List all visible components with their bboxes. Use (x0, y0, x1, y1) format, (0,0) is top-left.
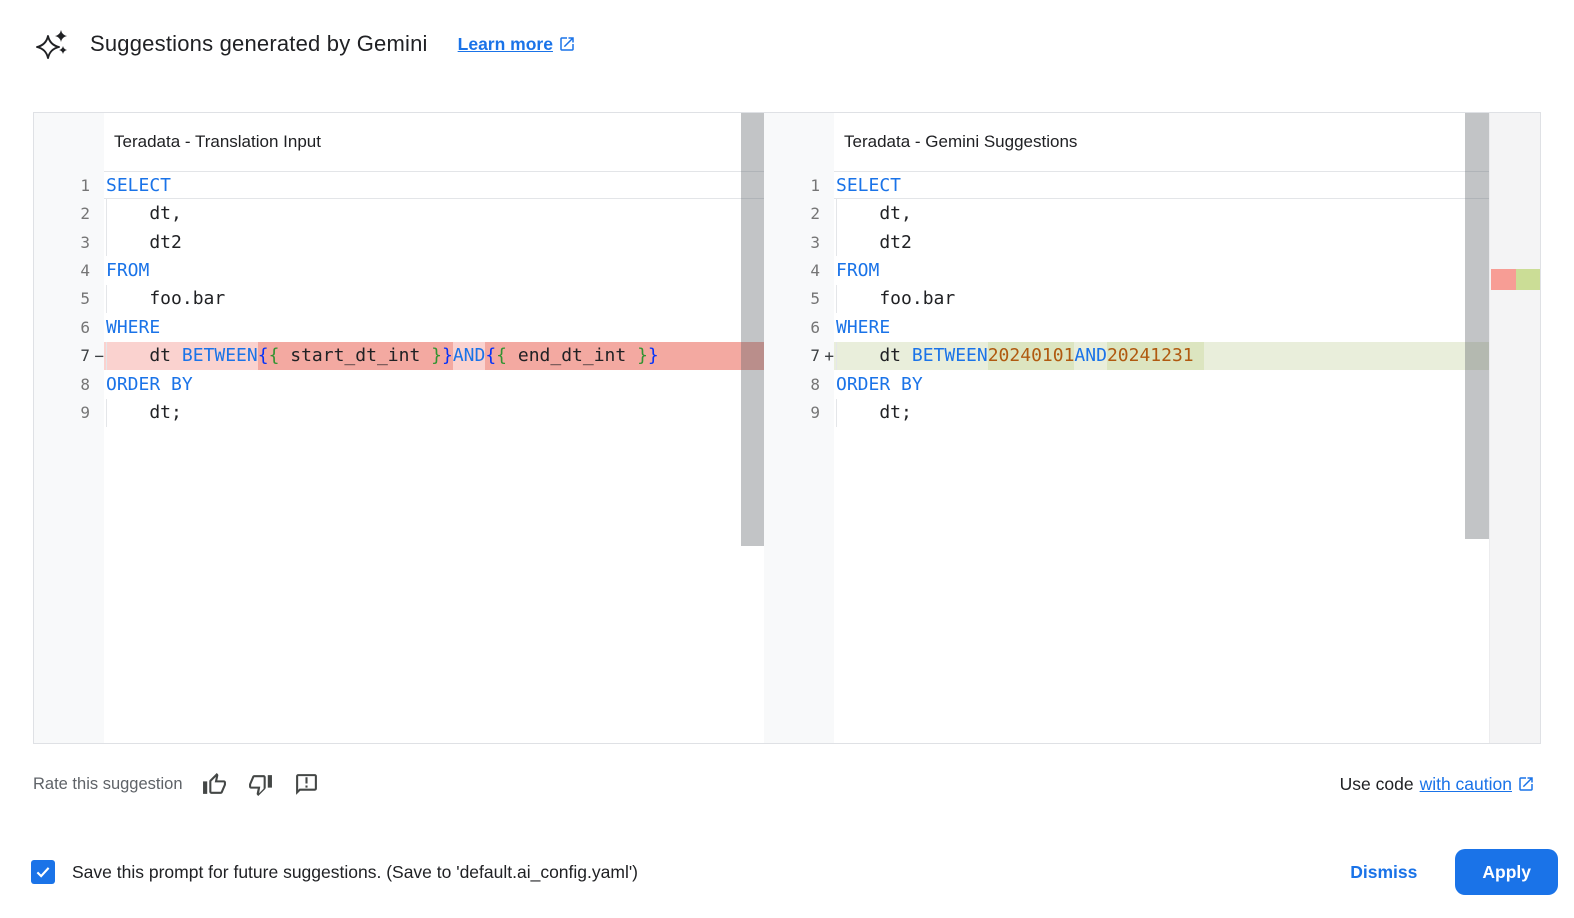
save-prompt-label: Save this prompt for future suggestions.… (72, 861, 638, 882)
gemini-sparkle-icon (36, 30, 67, 59)
code-line[interactable]: 4 FROM (34, 256, 764, 284)
code-line[interactable]: 2 dt, (764, 199, 1489, 229)
code-text: dt2 (104, 227, 764, 257)
panel-header: Teradata - Translation Input (104, 113, 764, 171)
code-line[interactable]: 7+ dt BETWEEN 20240101 AND 20241231 (764, 341, 1489, 371)
line-number: 6 (80, 317, 90, 337)
line-number: 5 (810, 289, 820, 309)
diff-sign: + (824, 346, 834, 366)
thumb-down-icon (249, 774, 272, 796)
code-text: SELECT (104, 171, 764, 200)
code-text: WHERE (836, 316, 891, 338)
feedback-button[interactable] (293, 770, 321, 798)
code-line[interactable]: 2 dt, (34, 199, 764, 229)
thumb-up-button[interactable] (201, 770, 229, 798)
code-text: foo.bar (104, 284, 764, 314)
learn-more-link[interactable]: Learn more (458, 34, 576, 55)
panel-header: Teradata - Gemini Suggestions (834, 113, 1540, 171)
line-number: 8 (810, 374, 820, 394)
code-line[interactable]: 1 SELECT (34, 171, 764, 200)
line-number: 7− (80, 346, 104, 366)
code-line[interactable]: 9 dt; (34, 398, 764, 428)
code-text: dt; (104, 398, 764, 428)
code-text: dt, (834, 199, 1489, 229)
code-line[interactable]: 9 dt; (764, 398, 1489, 428)
scrollbar-thumb[interactable] (741, 113, 764, 546)
panel-title: Teradata - Translation Input (114, 132, 321, 151)
open-in-new-icon (560, 37, 574, 51)
diff-overview-ruler[interactable] (1489, 113, 1540, 743)
code-text: ORDER BY (836, 373, 923, 395)
line-number: 9 (80, 403, 90, 423)
line-number: 8 (80, 374, 90, 394)
line-number: 2 (810, 204, 820, 224)
suggestion-footer: Rate this suggestion Use code with cauti… (33, 764, 1535, 804)
line-number: 5 (80, 289, 90, 309)
line-number: 4 (80, 261, 90, 281)
line-number-gutter (34, 113, 104, 743)
code-line[interactable]: 4 FROM (764, 256, 1489, 284)
dialog-title: Suggestions generated by Gemini (90, 31, 428, 56)
line-number: 7+ (810, 346, 834, 366)
save-prompt-checkbox[interactable] (31, 860, 55, 884)
panel-title: Teradata - Gemini Suggestions (844, 132, 1078, 151)
use-code-note: Use code with caution (1340, 774, 1535, 795)
with-caution-label: with caution (1419, 773, 1512, 794)
code-text: WHERE (106, 316, 161, 338)
diff-sign: − (94, 346, 104, 366)
line-number: 3 (80, 232, 90, 252)
code-text: FROM (106, 260, 150, 282)
code-text: dt, (104, 199, 764, 229)
line-number: 2 (80, 204, 90, 224)
open-in-new-icon (1519, 777, 1533, 791)
code-line[interactable]: 3 dt2 (34, 227, 764, 257)
use-code-label: Use code (1339, 773, 1414, 794)
code-line[interactable]: 1 SELECT (764, 171, 1489, 200)
code-line[interactable]: 5 foo.bar (34, 284, 764, 314)
line-number: 6 (810, 317, 820, 337)
code-text: dt2 (834, 227, 1489, 257)
learn-more-label: Learn more (457, 33, 553, 54)
line-number: 3 (810, 232, 820, 252)
thumb-up-icon (203, 772, 226, 794)
feedback-icon (296, 773, 317, 795)
code-line[interactable]: 7− dt BETWEEN {{ start_dt_int }} AND {{ … (34, 341, 764, 371)
line-number: 4 (810, 261, 820, 281)
code-text: SELECT (834, 171, 1489, 200)
line-number: 1 (80, 175, 90, 195)
code-text: ORDER BY (106, 373, 193, 395)
scrollbar-thumb[interactable] (1465, 113, 1489, 539)
code-text: dt; (834, 398, 1489, 428)
line-number-gutter (764, 113, 834, 743)
line-number: 9 (810, 403, 820, 423)
code-line[interactable]: 8 ORDER BY (764, 370, 1489, 398)
code-text: dt BETWEEN 20240101 AND 20241231 (834, 341, 1489, 371)
overview-removed-marker (1491, 269, 1516, 290)
code-text: dt BETWEEN {{ start_dt_int }} AND {{ end… (104, 341, 764, 371)
with-caution-link[interactable]: with caution (1420, 774, 1535, 795)
code-text: FROM (836, 260, 880, 282)
action-bar: Save this prompt for future suggestions.… (31, 843, 1558, 901)
checkmark-icon (36, 867, 50, 878)
code-line[interactable]: 6 WHERE (34, 313, 764, 341)
thumb-down-button[interactable] (247, 770, 275, 798)
code-line[interactable]: 5 foo.bar (764, 284, 1489, 314)
code-line[interactable]: 6 WHERE (764, 313, 1489, 341)
rate-label: Rate this suggestion (33, 774, 183, 793)
dialog-header: Suggestions generated by Gemini Learn mo… (36, 28, 576, 60)
code-line[interactable]: 8 ORDER BY (34, 370, 764, 398)
line-number: 1 (810, 175, 820, 195)
apply-button[interactable]: Apply (1455, 849, 1558, 895)
code-text: foo.bar (834, 284, 1489, 314)
dismiss-button[interactable]: Dismiss (1342, 852, 1425, 893)
overview-added-marker (1516, 269, 1540, 290)
code-line[interactable]: 3 dt2 (764, 227, 1489, 257)
